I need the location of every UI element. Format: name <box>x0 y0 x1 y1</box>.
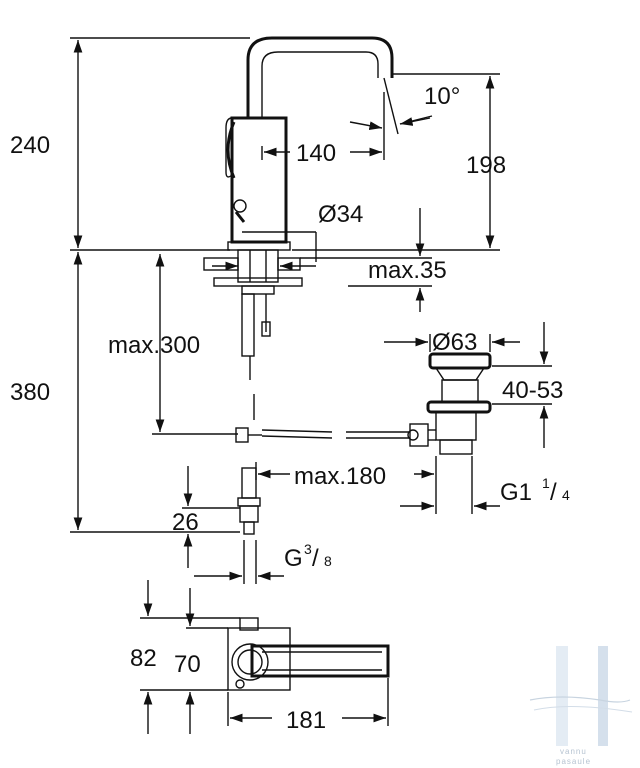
svg-text:8: 8 <box>324 553 332 569</box>
spout-inner <box>261 51 379 118</box>
plan-knob <box>231 643 269 681</box>
svg-text:G: G <box>284 545 303 572</box>
dim-240: 240 <box>10 132 50 159</box>
watermark-line1: vannu <box>560 747 587 756</box>
dim-g1-1-4: G1 1 / 4 <box>500 475 570 506</box>
lever-front <box>226 121 236 179</box>
dimension-labels: 240 140 10° 198 Ø34 max.35 max.300 Ø63 4… <box>10 83 570 734</box>
dim-10deg: 10° <box>424 83 460 110</box>
svg-text:/: / <box>550 479 557 506</box>
dim-d63: Ø63 <box>432 329 477 356</box>
plan-spout <box>250 644 390 678</box>
watermark-logo: vannu pasaule <box>529 646 633 766</box>
svg-text:3: 3 <box>304 541 312 557</box>
plan-view <box>227 617 390 691</box>
counter-left <box>203 257 239 271</box>
watermark-line2: pasaule <box>556 757 591 766</box>
supply-hose <box>241 467 257 499</box>
waste-assembly <box>407 352 492 455</box>
supply-tip <box>243 521 255 535</box>
dim-g3-8: G 3 / 8 <box>284 541 332 572</box>
svg-text:G1: G1 <box>500 479 532 506</box>
shank <box>237 249 279 283</box>
dim-max300: max.300 <box>108 332 200 359</box>
waste-lever-nut <box>409 423 429 447</box>
lever <box>225 117 233 178</box>
dimension-lines <box>70 37 552 734</box>
plan-base <box>227 627 291 691</box>
faucet-elevation <box>203 36 410 535</box>
faucet-body <box>230 116 288 244</box>
svg-text:4: 4 <box>562 487 570 503</box>
pivot-knob <box>233 199 247 213</box>
rod-clamp <box>235 427 249 443</box>
dim-max35: max.35 <box>368 257 447 284</box>
supply-nut <box>239 505 259 523</box>
svg-text:1: 1 <box>542 475 550 491</box>
waste-flange <box>426 400 492 414</box>
waste-cap <box>428 352 492 370</box>
dim-d34: Ø34 <box>318 201 363 228</box>
dim-140: 140 <box>296 140 336 167</box>
svg-text:/: / <box>312 545 319 572</box>
counter-right <box>277 257 301 271</box>
dim-26: 26 <box>172 509 199 536</box>
dim-max180: max.180 <box>294 463 386 490</box>
pull-rod <box>261 429 333 433</box>
dim-70: 70 <box>174 651 201 678</box>
braided-hose <box>241 293 255 357</box>
dim-40-53: 40-53 <box>502 377 563 404</box>
spout-outer <box>246 36 394 118</box>
lever-stem <box>234 211 246 223</box>
dim-198: 198 <box>466 152 506 179</box>
waste-body <box>435 411 477 441</box>
dim-82: 82 <box>130 645 157 672</box>
dim-380: 380 <box>10 379 50 406</box>
waste-body-top <box>441 379 479 403</box>
dim-181: 181 <box>286 707 326 734</box>
